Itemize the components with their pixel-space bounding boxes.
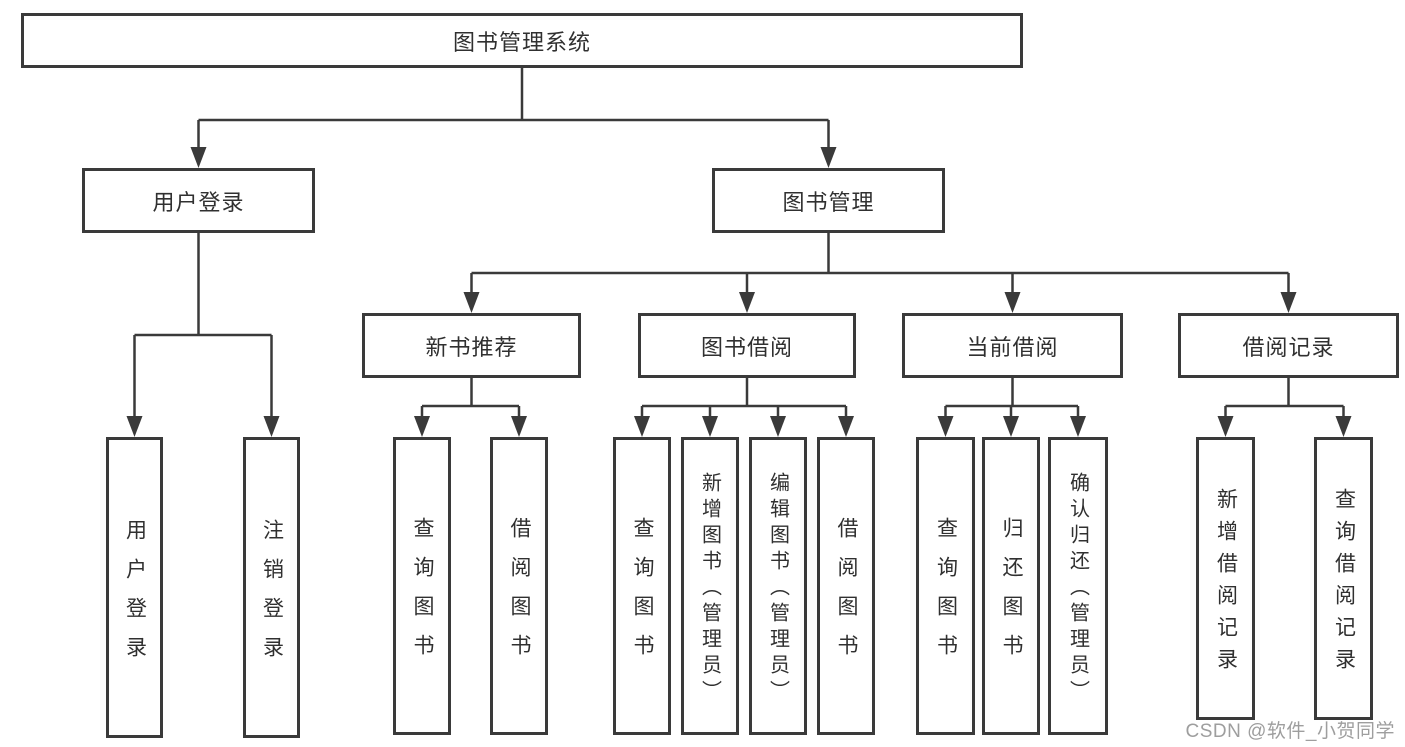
arrowhead-down-icon — [1004, 292, 1021, 313]
node-new-book-recommend-label: 新书推荐 — [425, 334, 518, 360]
node-query-books-recommend-label: 查询图书 — [411, 517, 434, 673]
node-edit-books-admin: 编辑图书（管理员） — [749, 437, 807, 735]
arrowhead-down-icon — [1070, 416, 1086, 437]
node-user-login-leaf: 用户登录 — [106, 437, 163, 738]
node-book-borrow: 图书借阅 — [638, 313, 856, 378]
node-user-login-label: 用户登录 — [152, 189, 245, 215]
arrowhead-down-icon — [263, 416, 280, 437]
node-query-books-borrow-label: 查询图书 — [631, 517, 654, 673]
node-book-management-label: 图书管理 — [782, 189, 875, 215]
node-book-borrow-label: 图书借阅 — [700, 334, 793, 360]
node-borrow-records-label: 借阅记录 — [1242, 334, 1335, 360]
arrowhead-down-icon — [838, 416, 854, 437]
connector-root-to-level2 — [190, 68, 837, 168]
arrowhead-down-icon — [1217, 416, 1234, 437]
node-book-management: 图书管理 — [712, 168, 945, 233]
node-query-books-recommend: 查询图书 — [393, 437, 451, 735]
node-query-borrow-record-label: 查询借阅记录 — [1332, 488, 1356, 680]
node-new-book-recommend: 新书推荐 — [362, 313, 581, 378]
node-root-label: 图书管理系统 — [452, 29, 591, 55]
arrowhead-down-icon — [937, 416, 954, 437]
node-root: 图书管理系统 — [21, 13, 1023, 68]
node-borrow-records: 借阅记录 — [1178, 313, 1399, 378]
arrowhead-down-icon — [511, 416, 527, 437]
node-query-books-borrow: 查询图书 — [613, 437, 671, 735]
node-user-login: 用户登录 — [82, 168, 315, 233]
node-current-borrow-label: 当前借阅 — [966, 334, 1059, 360]
connector-user-login-to-children — [126, 233, 280, 437]
arrowhead-down-icon — [1280, 292, 1297, 313]
connector-new-book-to-children — [414, 378, 527, 437]
node-logout-leaf-label: 注销登录 — [260, 518, 284, 675]
node-return-books-label: 归还图书 — [1000, 517, 1023, 673]
arrowhead-down-icon — [414, 416, 430, 437]
arrowhead-down-icon — [1335, 416, 1352, 437]
connector-book-borrow-to-children — [634, 378, 854, 437]
arrowhead-down-icon — [770, 416, 786, 437]
node-add-books-admin: 新增图书（管理员） — [681, 437, 739, 735]
connector-book-management-to-level3 — [463, 233, 1297, 313]
connector-borrow-records-to-children — [1217, 378, 1352, 437]
node-query-borrow-record: 查询借阅记录 — [1314, 437, 1373, 720]
arrowhead-down-icon — [463, 292, 480, 313]
arrowhead-down-icon — [820, 147, 837, 168]
arrowhead-down-icon — [739, 292, 755, 313]
node-borrow-books-recommend: 借阅图书 — [490, 437, 548, 735]
node-query-books-current-label: 查询图书 — [934, 517, 958, 673]
node-logout-leaf: 注销登录 — [243, 437, 300, 738]
connector-current-borrow-to-children — [937, 378, 1086, 437]
arrowhead-down-icon — [190, 147, 207, 168]
arrowhead-down-icon — [702, 416, 718, 437]
node-query-books-current: 查询图书 — [916, 437, 975, 735]
node-add-borrow-record: 新增借阅记录 — [1196, 437, 1255, 720]
csdn-watermark: CSDN @软件_小贺同学 — [1185, 721, 1395, 742]
node-current-borrow: 当前借阅 — [902, 313, 1123, 378]
node-return-books: 归还图书 — [982, 437, 1040, 735]
node-borrow-books-leaf: 借阅图书 — [817, 437, 875, 735]
node-user-login-leaf-label: 用户登录 — [123, 518, 147, 675]
arrowhead-down-icon — [634, 416, 650, 437]
node-borrow-books-recommend-label: 借阅图书 — [508, 517, 531, 673]
arrowhead-down-icon — [126, 416, 143, 437]
node-edit-books-admin-label: 编辑图书（管理员） — [766, 472, 789, 706]
node-borrow-books-leaf-label: 借阅图书 — [835, 517, 858, 673]
node-add-borrow-record-label: 新增借阅记录 — [1214, 488, 1238, 680]
node-confirm-return-admin-label: 确认归还（管理员） — [1066, 472, 1089, 706]
node-confirm-return-admin: 确认归还（管理员） — [1048, 437, 1108, 735]
arrowhead-down-icon — [1003, 416, 1019, 437]
node-add-books-admin-label: 新增图书（管理员） — [698, 472, 721, 706]
